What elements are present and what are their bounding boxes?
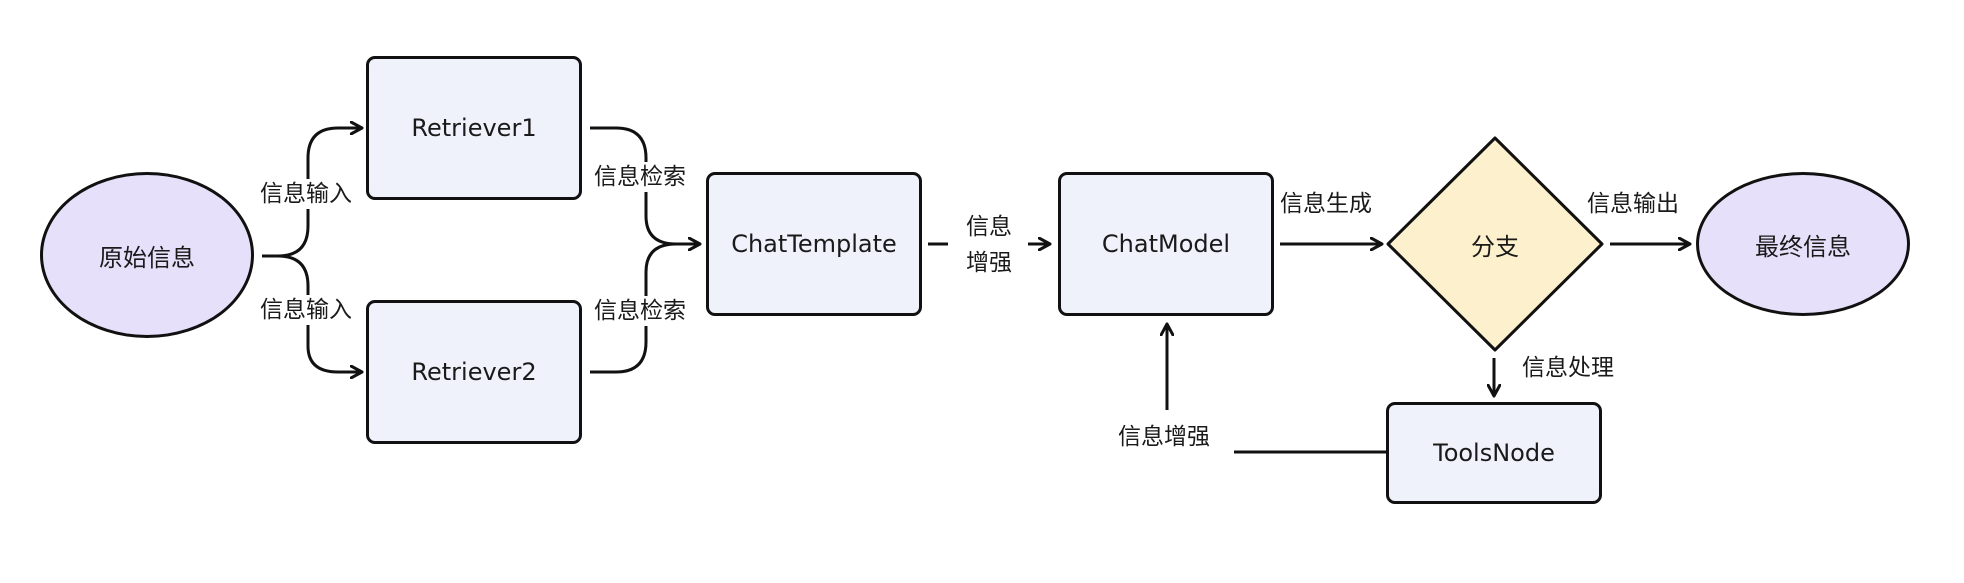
tools-node-label: ToolsNode [1433,439,1555,467]
tools-node: ToolsNode [1386,402,1602,504]
edge-source-to-retriever2 [277,254,362,372]
chat-template-node-label: ChatTemplate [731,230,897,258]
edge-label-tools-enhance: 信息增强 [1116,422,1212,452]
branch-node-label: 分支 [1471,232,1519,261]
retriever1-node-label: Retriever1 [411,114,537,142]
final-node: 最终信息 [1696,172,1910,316]
retriever2-node: Retriever2 [366,300,582,444]
edge-label-input-top: 信息输入 [258,179,354,209]
edge-label-input-bottom: 信息输入 [258,295,354,325]
source-node: 原始信息 [40,172,254,338]
chat-model-node-label: ChatModel [1101,230,1231,258]
edge-label-process: 信息处理 [1520,353,1616,383]
edge-label-generate: 信息生成 [1278,189,1374,219]
chat-template-node: ChatTemplate [706,172,922,316]
edge-label-enhance-line2: 增强 [960,248,1018,278]
chat-model-node: ChatModel [1058,172,1274,316]
source-node-label: 原始信息 [99,243,195,272]
edge-label-enhance-line1: 信息 [960,212,1018,242]
branch-diamond [1386,136,1604,352]
retriever1-node: Retriever1 [366,56,582,200]
edge-label-output: 信息输出 [1585,189,1681,219]
edge-label-retrieve-bottom: 信息检索 [592,296,688,326]
edge-retriever2-to-template [590,242,677,374]
retriever2-node-label: Retriever2 [411,358,537,386]
final-node-label: 最终信息 [1755,232,1851,261]
edge-label-retrieve-top: 信息检索 [592,162,688,192]
